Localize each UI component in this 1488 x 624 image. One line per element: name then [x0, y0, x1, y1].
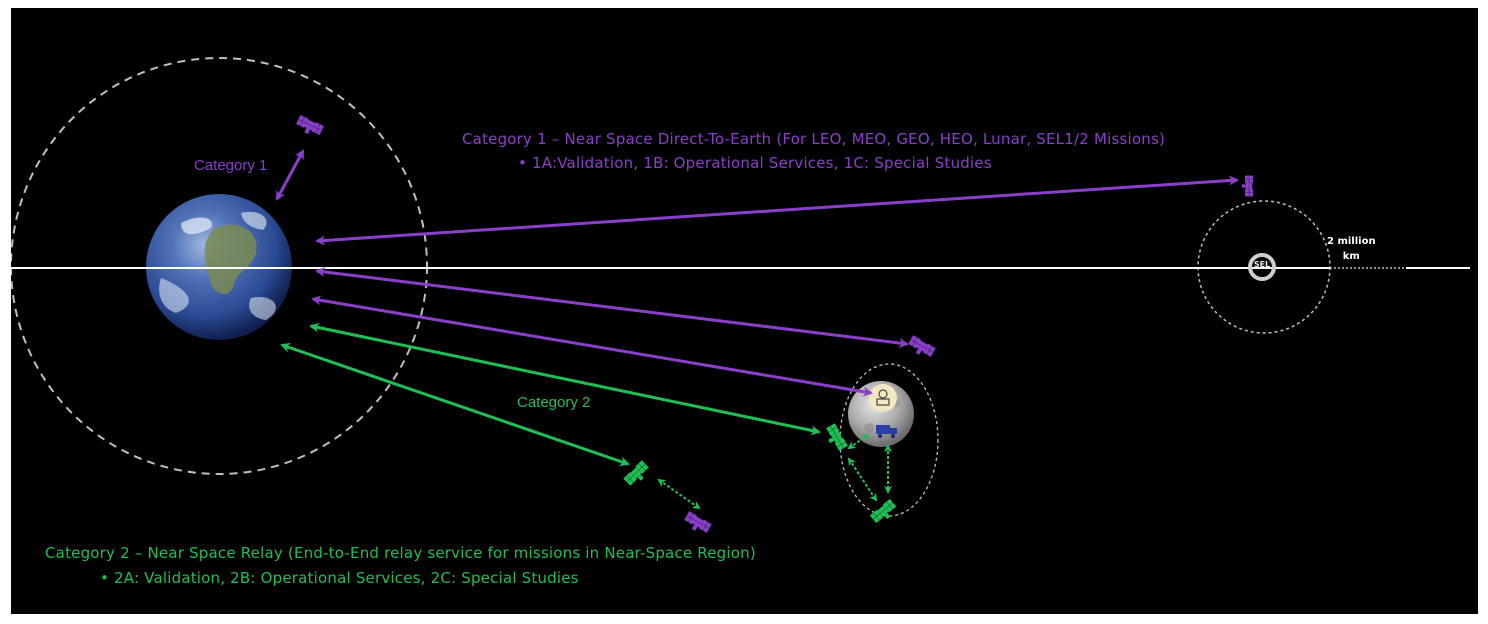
earth-orbit — [11, 57, 428, 475]
category1-subtext: • 1A:Validation, 1B: Operational Service… — [518, 154, 992, 172]
astronaut-icon — [869, 384, 897, 412]
satellite-icon — [905, 334, 937, 361]
cat1-lunar-surface-link — [311, 295, 873, 397]
cat1-lunar-orbit-link — [315, 267, 909, 348]
satellite-icon — [294, 114, 325, 139]
satellite-icon — [822, 422, 849, 454]
distance-label-line2: km — [1342, 251, 1360, 262]
cat1-sel-link — [315, 175, 1239, 246]
distance-label-line1: 2 million — [1327, 236, 1376, 247]
category1-heading: Category 1 – Near Space Direct-To-Earth … — [462, 130, 1166, 148]
satellite-icon — [681, 510, 713, 537]
satellite-icon — [1241, 175, 1254, 197]
sel-label: SEL — [1253, 260, 1271, 269]
category2-heading: Category 2 – Near Space Relay (End-to-En… — [45, 544, 756, 562]
rover-icon — [876, 425, 897, 438]
satellite-icon — [869, 498, 900, 527]
diagram-graphics — [11, 57, 1470, 537]
category2-subtext: • 2A: Validation, 2B: Operational Servic… — [100, 569, 579, 587]
cat2-crosslink — [657, 478, 701, 510]
sel-marker-icon — [1248, 253, 1276, 281]
cat2-relay-link — [280, 342, 630, 467]
diagram-canvas: Category 1 Category 2 Category 1 – Near … — [11, 8, 1478, 614]
distance-label: 2 million km — [1327, 234, 1376, 264]
category2-short-label: Category 2 — [517, 394, 591, 411]
cat1-short-link — [275, 149, 305, 201]
category1-short-label: Category 1 — [194, 157, 268, 174]
